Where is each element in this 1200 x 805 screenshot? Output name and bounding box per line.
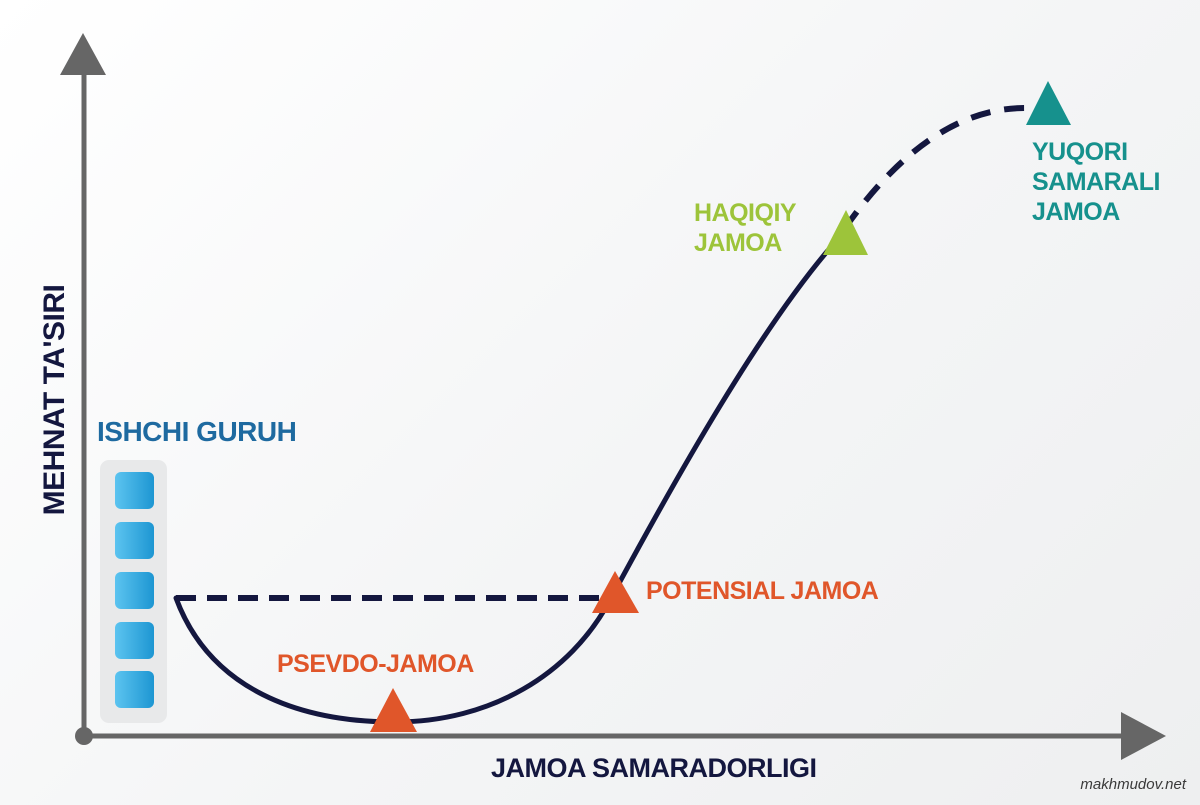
haqiqiy-jamoa-line: HAQIQIY (694, 199, 797, 227)
x-axis-title: JAMOA SAMARADORLIGI (491, 753, 817, 783)
haqiqiy-jamoa-marker-icon (823, 210, 868, 255)
performance-curve (173, 245, 833, 725)
potensial-jamoa-label: POTENSIAL JAMOA (646, 577, 879, 605)
y-axis (60, 33, 106, 737)
haqiqiy-jamoa-line: JAMOA (694, 229, 782, 257)
ishchi-guruh-blocks (100, 460, 167, 723)
y-axis-title: MEHNAT TA'SIRI (38, 284, 71, 516)
block-icon (115, 472, 154, 509)
x-axis (84, 712, 1166, 760)
y-axis-arrow-icon (60, 33, 106, 75)
watermark: makhmudov.net (1080, 776, 1186, 793)
haqiqiy-jamoa-label: HAQIQIY JAMOA (694, 198, 797, 258)
block-icon (115, 622, 154, 659)
yuqori-samarali-jamoa-line: SAMARALI (1032, 168, 1160, 196)
block-icon (115, 572, 154, 609)
yuqori-samarali-jamoa-line: JAMOA (1032, 198, 1120, 226)
block-icon (115, 671, 154, 708)
origin-dot (75, 727, 93, 745)
yuqori-samarali-jamoa-line: YUQORI (1032, 138, 1128, 166)
x-axis-arrow-icon (1121, 712, 1166, 760)
yuqori-samarali-jamoa-label: YUQORI SAMARALI JAMOA (1032, 137, 1160, 227)
projection-dashed-curve (842, 105, 1026, 230)
psevdo-jamoa-marker-icon (370, 688, 417, 732)
ishchi-guruh-label: ISHCHI GURUH (97, 416, 297, 447)
psevdo-jamoa-label: PSEVDO-JAMOA (277, 650, 474, 678)
potensial-jamoa-marker-icon (592, 571, 639, 613)
yuqori-samarali-jamoa-marker-icon (1026, 81, 1071, 125)
block-icon (115, 522, 154, 559)
